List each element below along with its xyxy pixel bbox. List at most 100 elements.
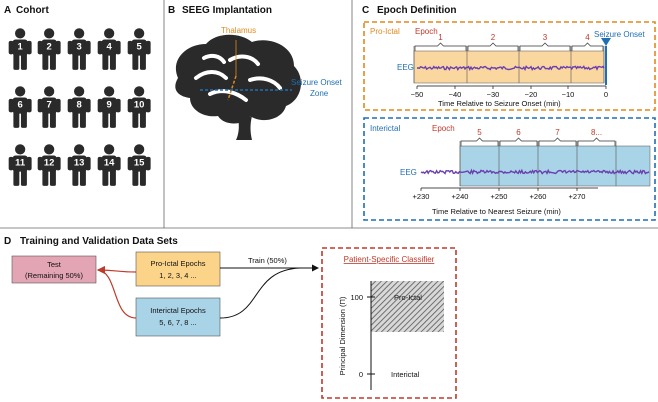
epoch-brace: [460, 137, 499, 146]
train-label: Train (50%): [248, 256, 287, 265]
interictal-epoch-region: [459, 145, 651, 187]
interictal-eeg-label: EEG: [400, 168, 417, 177]
patient-icon: 4: [97, 28, 121, 70]
patient-icon: 14: [97, 144, 121, 186]
patient-icon: 9: [97, 86, 121, 128]
patient-icon: 3: [67, 28, 91, 70]
tick-0-label: 0: [359, 370, 363, 379]
interictal-to-test-arrow: [97, 269, 137, 319]
classifier-box: [321, 247, 457, 399]
patient-number: 14: [104, 158, 115, 169]
panel-c-letter: C: [362, 5, 369, 16]
seizure-onset-label: Seizure Onset: [594, 30, 645, 39]
proictal-epochs-line1: Pro-Ictal Epochs: [150, 259, 205, 268]
proictal-axis-label: Time Relative to Seizure Onset (min): [438, 99, 561, 108]
epoch-brace: [577, 137, 616, 146]
epoch-number: 1: [438, 33, 443, 42]
epoch-number: 4: [585, 33, 590, 42]
proictal-to-test-arrow: [96, 265, 137, 275]
epoch-number: 8...: [591, 128, 602, 137]
axis-tick-label: −40: [449, 90, 462, 99]
patient-icon: 2: [37, 28, 61, 70]
soz-label-line2: Zone: [310, 89, 329, 98]
proictal-epoch-word: Epoch: [415, 27, 438, 36]
epoch-number: 2: [491, 33, 496, 42]
patient-number: 7: [47, 100, 52, 111]
epoch-number: 6: [516, 128, 521, 137]
patient-icon: 13: [67, 144, 91, 186]
patient-icon: 1: [8, 28, 32, 70]
proictal-epochs-box: [135, 251, 221, 287]
classifier-y-axis-label: Principal Dimension (Π): [338, 296, 347, 375]
axis-tick-label: −30: [487, 90, 500, 99]
patient-number: 11: [15, 158, 25, 169]
panel-b: B SEEG Implantation Thalamus Seizure Ons…: [168, 5, 342, 140]
interictal-epoch-braces: 5 6 7 8...: [460, 128, 616, 146]
patient-icon: 12: [37, 144, 61, 186]
patient-icon: 10: [127, 86, 151, 128]
proictal-eeg-label: EEG: [397, 63, 414, 72]
patient-icon: 8: [67, 86, 91, 128]
proictal-label: Pro-Ictal: [370, 27, 400, 36]
patient-number: 3: [77, 42, 82, 53]
interictal-class-label: Interictal: [391, 370, 420, 379]
patient-icon: 5: [127, 28, 151, 70]
axis-tick-label: +250: [491, 192, 508, 201]
proictal-epoch-dividers: [413, 46, 605, 83]
interictal-epoch-word: Epoch: [432, 124, 455, 133]
thalamus-label: Thalamus: [221, 26, 256, 35]
patient-icon: 15: [127, 144, 151, 186]
epoch-brace: [519, 42, 571, 51]
proictal-epochs-line2: 1, 2, 3, 4 ...: [159, 271, 197, 280]
patient-number: 12: [44, 158, 55, 169]
axis-tick-label: −50: [411, 90, 424, 99]
epoch-number: 5: [477, 128, 482, 137]
epoch-number: 3: [543, 33, 548, 42]
brain-icon: [175, 34, 301, 140]
interictal-train-arrow: [219, 267, 301, 319]
patient-number: 5: [137, 42, 142, 53]
patient-number: 10: [134, 100, 145, 111]
panel-b-title: SEEG Implantation: [182, 5, 272, 16]
patient-number: 6: [18, 100, 23, 111]
seizure-onset-marker-icon: [601, 38, 611, 46]
axis-tick-label: 0: [604, 90, 608, 99]
patient-number: 2: [47, 42, 52, 53]
axis-tick-label: −10: [562, 90, 575, 99]
panel-c: C Epoch Definition Pro-Ictal Epoch Seizu…: [362, 5, 656, 221]
epoch-number: 7: [555, 128, 560, 137]
interictal-epoch-dividers: [459, 141, 617, 186]
panel-d-title: Training and Validation Data Sets: [20, 236, 178, 247]
patient-number: 15: [134, 158, 145, 169]
panel-b-letter: B: [168, 5, 175, 16]
panel-d-letter: D: [4, 236, 11, 247]
axis-tick-label: +270: [569, 192, 586, 201]
axis-tick-label: +260: [530, 192, 547, 201]
interictal-label: Interictal: [370, 124, 400, 133]
patient-icon: 7: [37, 86, 61, 128]
thalamus-electrode: [227, 75, 237, 101]
soz-label-line1: Seizure Onset: [291, 78, 342, 87]
axis-tick-label: +230: [413, 192, 430, 201]
patient-number: 8: [77, 100, 82, 111]
interictal-eeg-trace: [420, 168, 650, 175]
epoch-brace: [499, 137, 538, 146]
test-box: [11, 255, 97, 284]
interictal-ticks: +230 +240 +250 +260 +270: [413, 188, 586, 201]
axis-tick-label: +240: [452, 192, 469, 201]
panel-c-title: Epoch Definition: [377, 5, 456, 16]
epoch-brace: [538, 137, 577, 146]
proictal-epoch-braces: 1 2 3 4: [414, 33, 604, 51]
patient-icon: 6: [8, 86, 32, 128]
patient-number: 9: [107, 100, 112, 111]
panel-d: D Training and Validation Data Sets Test…: [4, 236, 457, 399]
tick-100-label: 100: [350, 293, 363, 302]
test-label-line1: Test: [47, 260, 62, 269]
proictal-class-region: [371, 281, 444, 332]
patient-number: 1: [18, 42, 23, 53]
interictal-axis-label: Time Relative to Nearest Seizure (min): [432, 207, 561, 216]
